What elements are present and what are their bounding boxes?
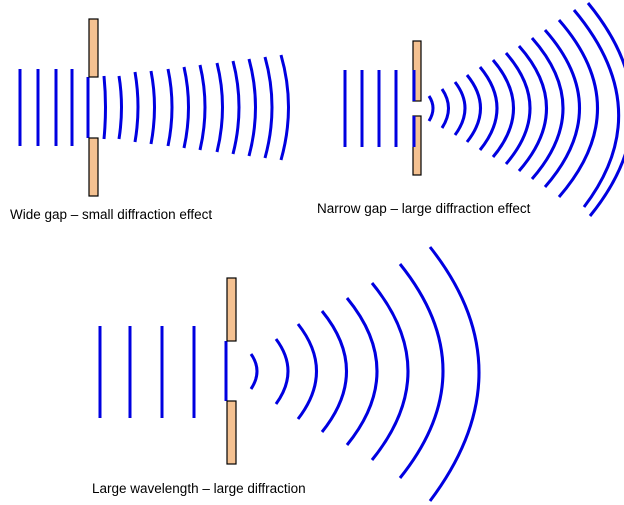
diffracted-wavefront bbox=[491, 59, 515, 158]
diffracted-wavefront bbox=[247, 58, 257, 157]
diffracted-waves bbox=[249, 246, 481, 502]
diffracted-wavefront bbox=[517, 45, 548, 172]
caption-large-wavelength: Large wavelength – large diffraction bbox=[92, 481, 306, 496]
diffracted-wavefront bbox=[149, 70, 156, 145]
diffracted-wavefront bbox=[572, 9, 621, 208]
panel-narrow-gap: Narrow gap – large diffraction effect bbox=[317, 2, 624, 217]
diffracted-wavefront bbox=[263, 56, 274, 159]
diffracted-wavefront bbox=[453, 81, 467, 136]
diffracted-wavefront bbox=[465, 74, 482, 143]
diffracted-wavefront bbox=[557, 19, 599, 198]
barrier-bottom bbox=[88, 137, 99, 197]
diffracted-wavefront bbox=[215, 62, 224, 153]
diffracted-wavefront bbox=[320, 310, 348, 433]
diffracted-wavefront bbox=[398, 263, 445, 479]
diffracted-wavefront bbox=[231, 60, 241, 155]
diffracted-wavefront bbox=[530, 37, 565, 180]
diffracted-wavefront bbox=[182, 66, 190, 149]
diffracted-wavefront bbox=[198, 64, 207, 151]
caption-narrow-gap: Narrow gap – large diffraction effect bbox=[317, 201, 531, 216]
diffracted-wavefront bbox=[370, 282, 410, 461]
diffracted-wavefront bbox=[279, 54, 290, 161]
diffracted-wavefront bbox=[345, 297, 379, 446]
incident-waves bbox=[18, 69, 90, 146]
barrier-bottom bbox=[226, 400, 237, 465]
barrier-top bbox=[226, 277, 237, 342]
diffracted-wavefront bbox=[427, 95, 435, 122]
caption-wide-gap: Wide gap – small diffraction effect bbox=[10, 207, 212, 222]
diffracted-wavefront bbox=[543, 29, 581, 188]
diffracted-wavefront bbox=[274, 338, 290, 405]
diffracted-wavefront bbox=[117, 75, 123, 140]
diffracted-wavefront bbox=[428, 246, 481, 502]
panel-large-wavelength: Large wavelength – large diffraction bbox=[92, 246, 481, 502]
barrier-top bbox=[88, 18, 99, 78]
incident-waves bbox=[343, 70, 398, 147]
diffracted-wavefront bbox=[586, 2, 624, 217]
incident-waves bbox=[98, 326, 228, 418]
diffracted-wavefront bbox=[296, 323, 318, 420]
diffracted-wavefront bbox=[133, 71, 140, 143]
diffracted-wavefront bbox=[249, 353, 259, 390]
diffracted-wavefront bbox=[440, 88, 450, 129]
diffracted-waves bbox=[427, 2, 624, 217]
diffracted-wavefront bbox=[478, 66, 499, 151]
diffracted-wavefront bbox=[102, 75, 107, 140]
diffracted-wavefront bbox=[504, 52, 532, 165]
diffracted-waves bbox=[102, 54, 290, 161]
diffracted-wavefront bbox=[166, 68, 174, 147]
panel-wide-gap: Wide gap – small diffraction effect bbox=[10, 18, 290, 222]
